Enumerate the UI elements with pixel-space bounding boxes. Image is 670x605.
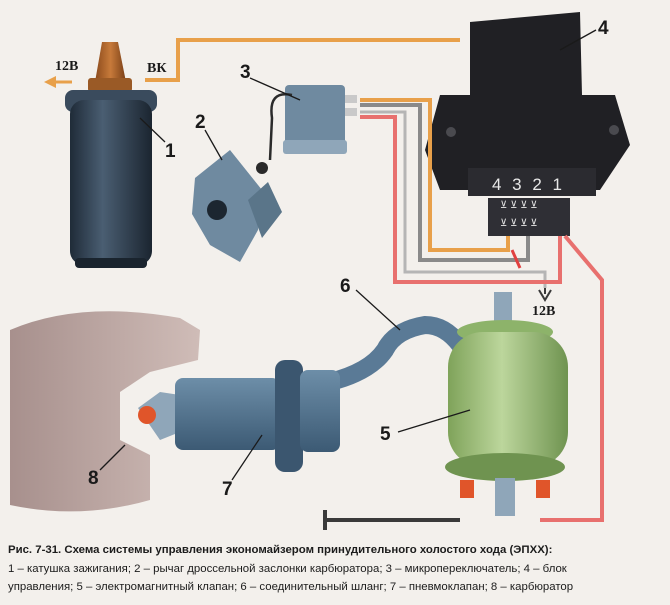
caption-line-2: 1 – катушка зажигания; 2 – рычаг дроссел… — [8, 562, 567, 575]
svg-text:⊻ ⊻ ⊻ ⊻: ⊻ ⊻ ⊻ ⊻ — [500, 200, 538, 211]
arrow-left-12v — [44, 76, 72, 88]
callout-4: 4 — [598, 18, 609, 39]
label-bk: ВК — [147, 61, 167, 76]
solenoid-valve — [445, 292, 568, 516]
ignition-coil — [65, 42, 157, 268]
callout-5: 5 — [380, 424, 391, 445]
callout-6: 6 — [340, 276, 351, 297]
callout-8: 8 — [88, 468, 99, 489]
leader-lines — [99, 29, 597, 481]
wiring — [145, 38, 604, 530]
caption-title: Рис. 7-31. Схема системы управления экон… — [8, 544, 553, 556]
label-12v-bottom: 12В — [532, 304, 555, 319]
connecting-hose — [321, 315, 469, 391]
ignition-economizer-diagram: ⊻ ⊻ ⊻ ⊻ ⊻ ⊻ ⊻ ⊻ — [10, 12, 630, 530]
carburetor — [10, 311, 200, 512]
microswitch — [268, 85, 357, 161]
svg-text:⊻ ⊻ ⊻ ⊻: ⊻ ⊻ ⊻ ⊻ — [500, 218, 538, 229]
block-pin-numbers: 4 3 2 1 — [492, 175, 565, 194]
arrow-down-12v — [538, 288, 552, 302]
label-12v-left: 12В — [55, 59, 78, 74]
caption-line-3: управления; 5 – электромагнитный клапан;… — [8, 581, 574, 593]
figure-caption: Рис. 7-31. Схема системы управления экон… — [8, 541, 668, 603]
callout-7: 7 — [222, 479, 233, 500]
control-block: ⊻ ⊻ ⊻ ⊻ ⊻ ⊻ ⊻ ⊻ — [425, 12, 630, 236]
callout-3: 3 — [240, 62, 251, 83]
callout-1: 1 — [165, 141, 176, 162]
throttle-lever — [192, 150, 282, 262]
pneumo-valve — [138, 360, 340, 472]
callout-2: 2 — [195, 112, 206, 133]
